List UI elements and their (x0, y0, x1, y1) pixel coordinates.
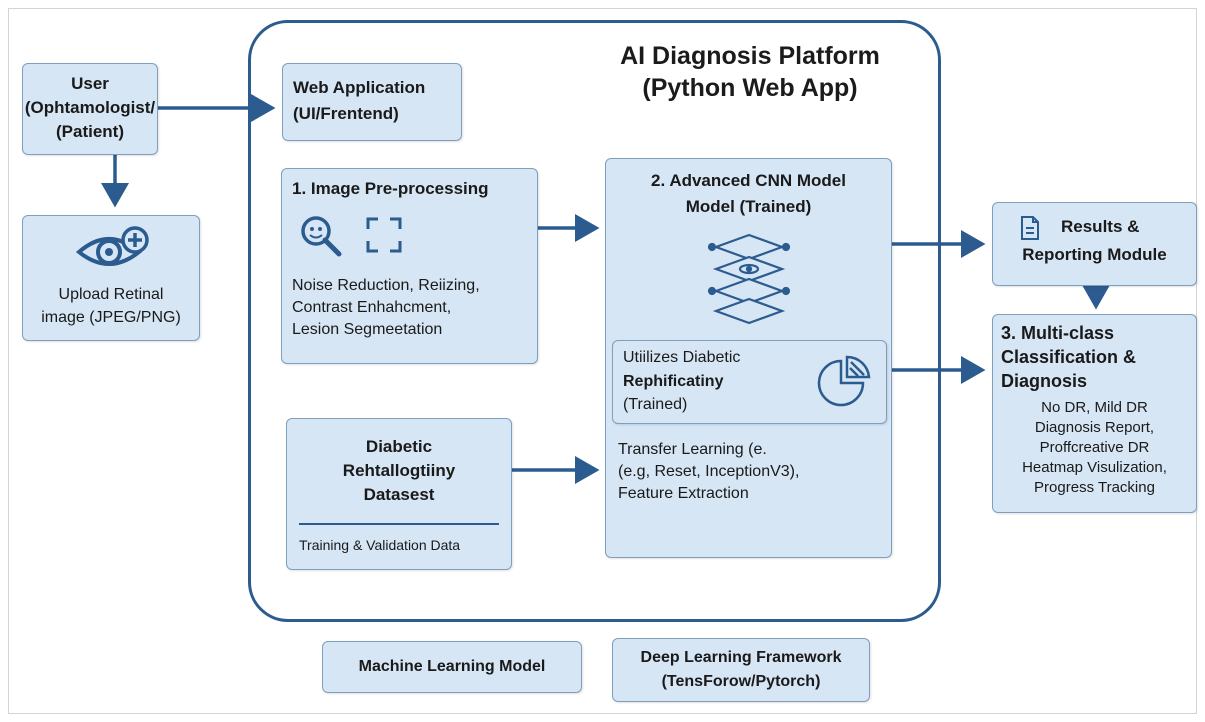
upload-line2: image (JPEG/PNG) (41, 309, 181, 326)
dl-framework-box[interactable]: Deep Learning Framework (TensForow/Pytor… (612, 638, 870, 702)
crop-frame-icon (366, 217, 402, 253)
user-box[interactable]: User (Ophtamologist/ (Patient) (22, 63, 158, 155)
upload-box[interactable]: Upload Retinal image (JPEG/PNG) (22, 215, 200, 341)
platform-title-line1: AI Diagnosis Platform (620, 42, 880, 70)
classification-line2: Diagnosis Report, (1034, 419, 1155, 436)
eye-plus-icon (75, 226, 149, 266)
classification-line3: Proffcreative DR (1039, 439, 1150, 456)
dl-framework-line2: (TensForow/Pytorch) (661, 673, 821, 690)
results-line1: Results & (1061, 217, 1140, 236)
user-line3: (Patient) (56, 122, 124, 141)
user-line2: (Ophtamologist/ (24, 98, 156, 117)
dataset-line1: Diabetic (365, 437, 433, 456)
preprocess-box[interactable]: 1. Image Pre-processing Noise Reduction,… (281, 168, 538, 364)
dataset-line3: Datasest (363, 485, 435, 504)
magnify-icon (301, 216, 342, 257)
dl-framework-line1: Deep Learning Framework (640, 649, 842, 666)
cnn-inner-line3: (Trained) (623, 396, 688, 413)
classification-title-line3: Diagnosis (1001, 371, 1088, 391)
preprocess-line2: Contrast Enhahcment, (292, 299, 452, 316)
results-line2: Reporting Module (1022, 245, 1167, 264)
preprocess-line3: Lesion Segmeetation (292, 321, 443, 338)
document-icon (1021, 216, 1039, 240)
platform-title: AI Diagnosis Platform (Python Web App) (600, 40, 900, 104)
layers-network-icon (707, 233, 791, 325)
ml-model-box[interactable]: Machine Learning Model (322, 641, 582, 693)
cnn-text-line1: Transfer Learning (e. (618, 441, 767, 458)
classification-line4: Heatmap Visulization, (1022, 459, 1167, 476)
dataset-line2: Rehtallogtiiny (342, 461, 456, 480)
cnn-inner-line1: Utiilizes Diabetic (623, 349, 741, 366)
user-line1: User (71, 74, 109, 93)
results-box[interactable]: Results & Reporting Module (992, 202, 1197, 286)
ml-model-label: Machine Learning Model (358, 658, 546, 675)
cnn-inner-line2: Rephificatiny (623, 373, 724, 390)
classification-title-line2: Classification & (1001, 347, 1137, 367)
dataset-box[interactable]: Diabetic Rehtallogtiiny Datasest Trainin… (286, 418, 512, 570)
platform-title-line2: (Python Web App) (642, 74, 858, 102)
cnn-text-line2: (e.g, Reset, InceptionV3), (618, 463, 800, 480)
preprocess-line1: Noise Reduction, Reiizing, (292, 277, 480, 294)
cnn-inner-box[interactable]: Utiilizes Diabetic Rephificatiny (Traine… (612, 340, 887, 424)
cnn-title-line1: 2. Advanced CNN Model (651, 171, 846, 190)
web-app-line2: (UI/Frentend) (293, 104, 399, 123)
pie-chart-icon (817, 355, 871, 407)
classification-title-line1: 3. Multi-class (1001, 323, 1115, 343)
classification-line5: Progress Tracking (1034, 479, 1155, 496)
dataset-footer: Training & Validation Data (299, 537, 461, 553)
cnn-text-line3: Feature Extraction (618, 485, 749, 502)
web-app-box[interactable]: Web Application (UI/Frentend) (282, 63, 462, 141)
cnn-title-line2: Model (Trained) (685, 197, 812, 216)
web-app-line1: Web Application (293, 78, 426, 97)
dataset-divider (299, 523, 499, 525)
upload-line1: Upload Retinal (58, 286, 164, 303)
classification-box[interactable]: 3. Multi-class Classification & Diagnosi… (992, 314, 1197, 513)
classification-line1: No DR, Mild DR (1041, 399, 1148, 416)
cnn-model-box[interactable]: 2. Advanced CNN Model Model (Trained) Ut… (605, 158, 892, 558)
preprocess-title: 1. Image Pre-processing (292, 179, 489, 198)
